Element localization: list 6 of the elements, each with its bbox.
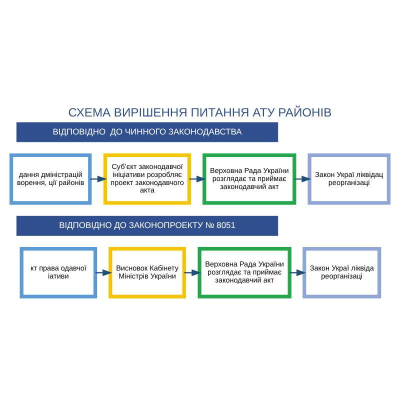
- node-box: ВІДПОВІДНО ДО ЧИННОГО ЗАКОНОДАВСТВА: [16, 122, 278, 142]
- arrow: [290, 268, 306, 276]
- arrow: [184, 268, 202, 276]
- arrow: [95, 268, 112, 276]
- diagram-title: СХЕМА ВИРІШЕННЯ ПИТАННЯ АТУ РАЙОНІВ: [68, 105, 332, 120]
- node-box: ВІДПОВІДНО ДО ЗАКОНОПРОЕКТУ № 8051: [16, 215, 278, 236]
